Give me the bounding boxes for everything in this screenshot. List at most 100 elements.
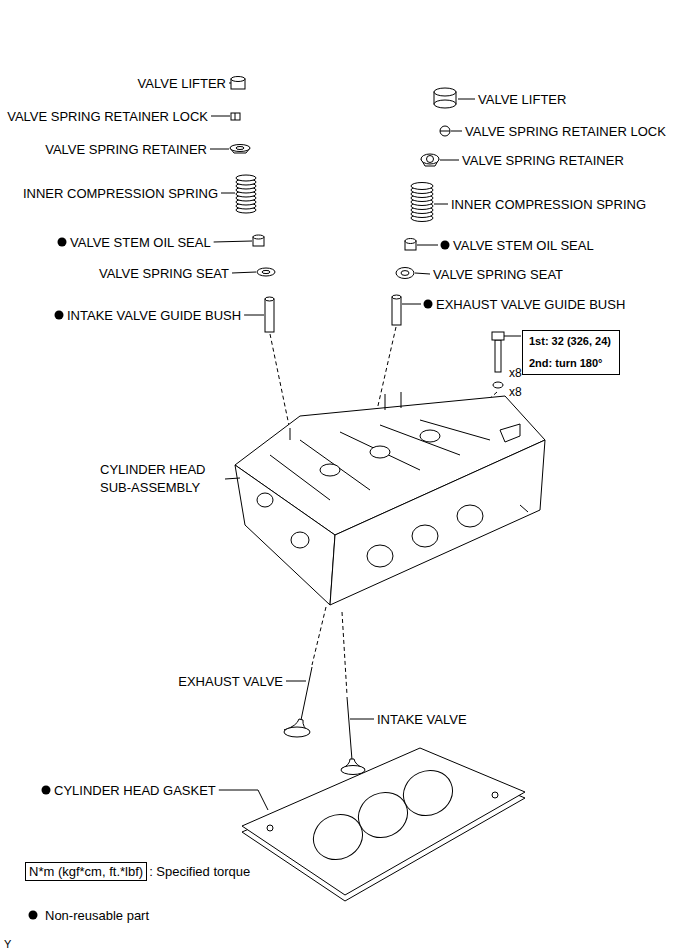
gasket-hole xyxy=(267,825,273,831)
lifter-top xyxy=(434,88,456,96)
head-stud xyxy=(520,505,528,512)
head-stud xyxy=(290,428,291,440)
part-label: CYLINDER HEAD SUB-ASSEMBLY xyxy=(100,461,222,497)
lock-split xyxy=(235,113,236,120)
leader-line xyxy=(211,116,230,117)
part-label: VALVE STEM OIL SEAL xyxy=(70,234,211,251)
guide-bush xyxy=(392,295,401,325)
retainer-top xyxy=(421,154,439,164)
compression-spring xyxy=(411,183,433,222)
part-label: INNER COMPRESSION SPRING xyxy=(23,185,218,202)
leader-line xyxy=(214,241,252,242)
head-port xyxy=(412,525,438,547)
part-label: INTAKE VALVE GUIDE BUSH xyxy=(67,307,241,324)
leader-line xyxy=(244,315,264,316)
bush-body xyxy=(392,297,401,325)
spring-coil xyxy=(236,175,256,181)
spring-seat xyxy=(396,268,414,279)
retainer-lock xyxy=(440,126,450,136)
seat-hole xyxy=(401,271,409,276)
water-outlet xyxy=(500,424,520,442)
part-label: VALVE SPRING RETAINER LOCK xyxy=(7,108,208,125)
lock-body xyxy=(231,113,240,120)
non-reusable-dot xyxy=(42,786,51,795)
assembly-line xyxy=(342,612,347,695)
leader-line xyxy=(210,149,229,150)
torque-leader xyxy=(504,336,521,337)
leader-line xyxy=(286,681,306,682)
part-label: VALVE SPRING RETAINER xyxy=(462,152,624,169)
seat-ring xyxy=(257,268,275,276)
head-hole xyxy=(257,493,273,507)
leader-line xyxy=(440,160,459,161)
bush-body xyxy=(265,299,274,332)
leader-line xyxy=(434,204,448,205)
legend-sample-dot xyxy=(29,911,38,920)
torque-text: 2nd: turn 180° xyxy=(529,357,611,369)
torque-spec-box: 1st: 32 (326, 24)2nd: turn 180° xyxy=(522,330,620,375)
part-label: VALVE LIFTER xyxy=(138,75,226,92)
exhaust-valve xyxy=(284,667,312,737)
seat-hole xyxy=(262,270,270,273)
leader-lines xyxy=(210,83,475,810)
torque-unit-box: N*m (kgf*cm, ft.*lbf) xyxy=(25,862,147,881)
valve-stem xyxy=(347,697,352,760)
quantity-label: x8 xyxy=(509,365,522,382)
retainer-hole xyxy=(236,147,244,150)
head-journal xyxy=(320,464,340,476)
head-cam-webs xyxy=(270,420,490,500)
retainer-hole xyxy=(427,156,434,163)
cylinder-head xyxy=(235,392,545,605)
figure-code: Y xyxy=(4,936,11,952)
head-hole xyxy=(291,532,309,548)
leader-line xyxy=(402,304,421,305)
head-journal xyxy=(420,430,440,442)
part-label: EXHAUST VALVE xyxy=(178,673,283,690)
head-journal xyxy=(370,446,390,458)
seal-top xyxy=(405,239,416,244)
stem-oil-seal xyxy=(405,239,416,251)
spring-retainer xyxy=(421,154,439,166)
part-label: VALVE LIFTER xyxy=(478,91,566,108)
leader-line xyxy=(225,478,240,479)
leader-line xyxy=(221,193,235,194)
valve-head xyxy=(284,727,310,737)
torque-text: N*m (kgf*cm, ft.*lbf) xyxy=(29,864,143,879)
head-stud xyxy=(401,392,402,408)
gasket-bore xyxy=(396,763,460,824)
part-label: EXHAUST VALVE GUIDE BUSH xyxy=(436,296,625,313)
non-reusable-dot xyxy=(58,238,67,247)
non-reusable-dot xyxy=(441,241,450,250)
valve-lifter xyxy=(434,88,456,108)
gasket-face xyxy=(242,748,525,895)
bush-top xyxy=(392,295,401,299)
compression-spring xyxy=(236,175,256,213)
head-port xyxy=(457,505,483,527)
head-port xyxy=(367,545,393,567)
legend-note: : Specified torque xyxy=(149,863,250,880)
bush-top xyxy=(265,297,274,301)
leader-line xyxy=(232,272,256,273)
part-label: INTAKE VALVE xyxy=(377,711,467,728)
part-label: VALVE STEM OIL SEAL xyxy=(453,237,594,254)
head-stud xyxy=(385,394,386,410)
spring-coil xyxy=(411,183,433,190)
part-label: VALVE SPRING SEAT xyxy=(99,265,229,282)
valve-lifter xyxy=(231,77,245,90)
leader-line xyxy=(219,790,268,810)
non-reusable-dot xyxy=(424,300,433,309)
valve-stem xyxy=(301,667,312,720)
part-label: VALVE SPRING RETAINER xyxy=(45,141,207,158)
leader-line xyxy=(350,719,374,720)
guide-bush xyxy=(265,297,274,332)
seat-ring xyxy=(396,268,414,279)
leader-line xyxy=(417,245,438,246)
lock-split xyxy=(440,131,450,132)
bolt-washer xyxy=(493,382,503,388)
seal-top xyxy=(253,235,264,239)
non-reusable-marks xyxy=(29,238,450,920)
part-label: VALVE SPRING SEAT xyxy=(433,266,563,283)
non-reusable-dot xyxy=(55,311,64,320)
assembly-line xyxy=(312,607,326,665)
